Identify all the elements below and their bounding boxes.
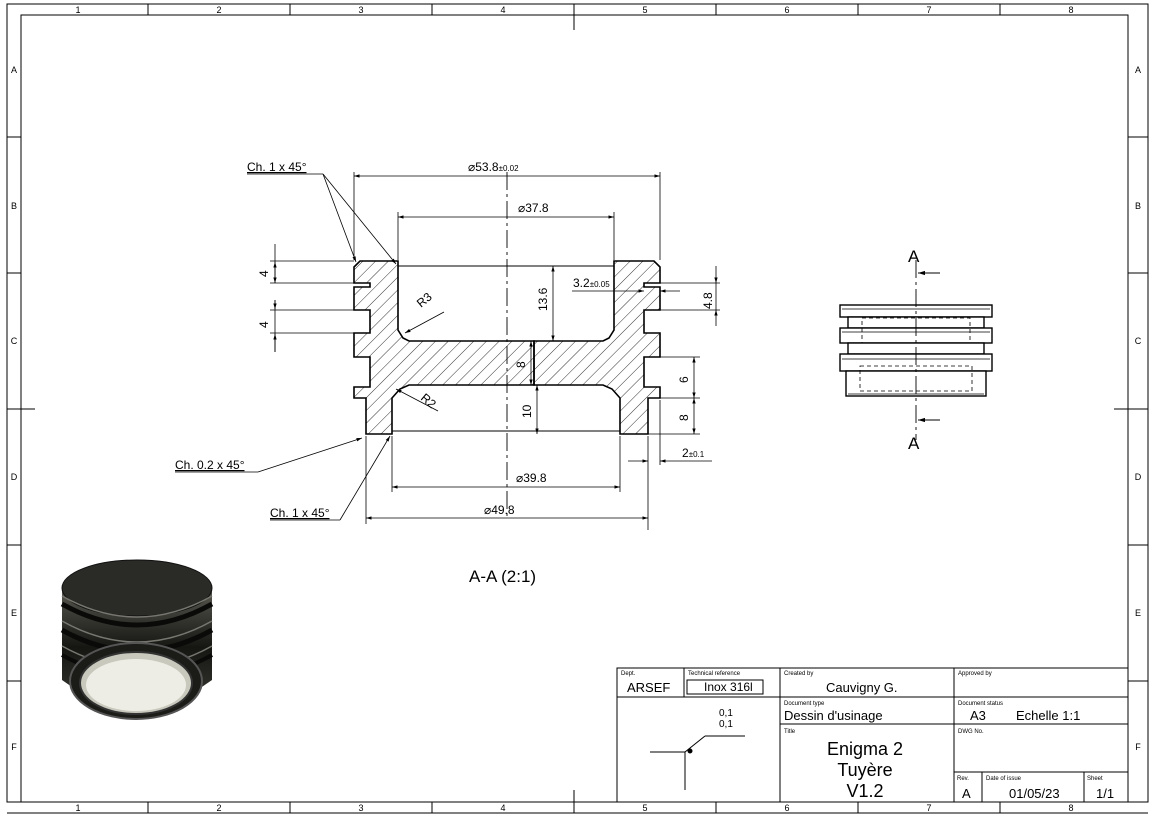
roughness-value-1: 0,1 [719,708,733,719]
callout-ch02: Ch. 0.2 x 45° [175,458,245,472]
sheet-frame: 1 2 3 4 5 6 7 8 1 2 3 4 5 6 7 8 A B C D … [6,3,1149,814]
dimension-lines [175,172,720,530]
row-label: A [1135,65,1141,75]
row-label: B [1135,201,1141,211]
date-value: 01/05/23 [1009,786,1060,801]
title-block [616,667,1129,803]
dwg-label: DWG No. [958,729,984,735]
dim-8-lip: 8 [677,414,691,421]
rev-value: A [962,786,971,801]
row-label: D [11,472,18,482]
row-label: C [1135,336,1142,346]
section-wall-left [353,260,535,435]
col-label: 6 [784,5,789,15]
col-label: 6 [784,803,789,813]
sheet-value: 1/1 [1096,786,1114,801]
section-wall-right [533,260,661,435]
dim-8-web: 8 [514,361,528,368]
row-label: C [11,336,18,346]
col-label: 8 [1068,803,1073,813]
row-label: E [11,608,17,618]
dim-d49: ⌀49.8 [484,503,515,517]
title-line-3: V1.2 [846,781,883,801]
callout-ch1-bottom: Ch. 1 x 45° [270,506,330,520]
dim-4-bottom: 4 [257,321,271,328]
docstatus-label: Document status [958,701,1003,707]
col-label: 2 [216,5,221,15]
dept-label: Dept. [621,671,636,677]
doctype-value: Dessin d'usinage [784,708,883,723]
col-label: 3 [358,803,363,813]
dim-3-2: 3.2±0.05 [573,276,610,290]
scale-value: Echelle 1:1 [1016,708,1080,723]
row-label: F [1135,742,1141,752]
col-label: 4 [500,803,505,813]
title-line-1: Enigma 2 [827,739,903,759]
col-label: 3 [358,5,363,15]
dim-d39: ⌀39.8 [516,471,547,485]
techref-label: Technical reference [688,671,741,677]
created-value: Cauvigny G. [826,680,898,695]
rev-label: Rev. [957,776,969,782]
col-label: 5 [642,803,647,813]
title-block-text: Dept. ARSEF Technical reference Inox 316… [621,671,1114,801]
cut-label-top: A [908,247,920,266]
format-value: A3 [970,708,986,723]
dim-6: 6 [677,376,691,383]
title-label: Title [784,729,796,735]
dimension-texts: ⌀53.8±0.02 ⌀37.8 ⌀39.8 ⌀49.8 13.6 8 10 4… [175,160,715,586]
dim-4-8: 4.8 [701,292,715,309]
col-label: 7 [926,803,931,813]
dim-r3: R3 [414,290,435,311]
dim-d37: ⌀37.8 [518,201,549,215]
col-label: 7 [926,5,931,15]
date-label: Date of issue [986,776,1022,782]
row-label: F [11,742,17,752]
col-label: 1 [75,5,80,15]
dim-13-6: 13.6 [536,287,550,311]
dept-value: ARSEF [627,680,670,695]
approved-label: Approved by [958,671,992,677]
dim-10: 10 [520,404,534,418]
col-label: 8 [1068,5,1073,15]
dim-4-top: 4 [257,270,271,277]
title-line-2: Tuyère [837,760,892,780]
view-label: A-A (2:1) [469,567,536,586]
side-view [839,260,993,440]
sheet-label: Sheet [1087,776,1103,782]
dim-r2: R2 [418,391,439,412]
row-label: D [1135,472,1142,482]
col-label: 2 [216,803,221,813]
row-label: B [11,201,17,211]
roughness-value-2: 0,1 [719,719,733,730]
cut-label-bottom: A [908,434,920,453]
row-label: E [1135,608,1141,618]
callout-ch1-top: Ch. 1 x 45° [247,160,307,174]
techref-value: Inox 316l [704,680,753,694]
created-label: Created by [784,671,813,677]
doctype-label: Document type [784,701,825,707]
col-label: 1 [75,803,80,813]
row-label: A [11,65,17,75]
isometric-render [60,559,214,720]
section-view [353,172,661,520]
dim-2: 2±0.1 [682,446,705,460]
col-label: 4 [500,5,505,15]
col-label: 5 [642,5,647,15]
dim-d53: ⌀53.8±0.02 [468,160,519,174]
